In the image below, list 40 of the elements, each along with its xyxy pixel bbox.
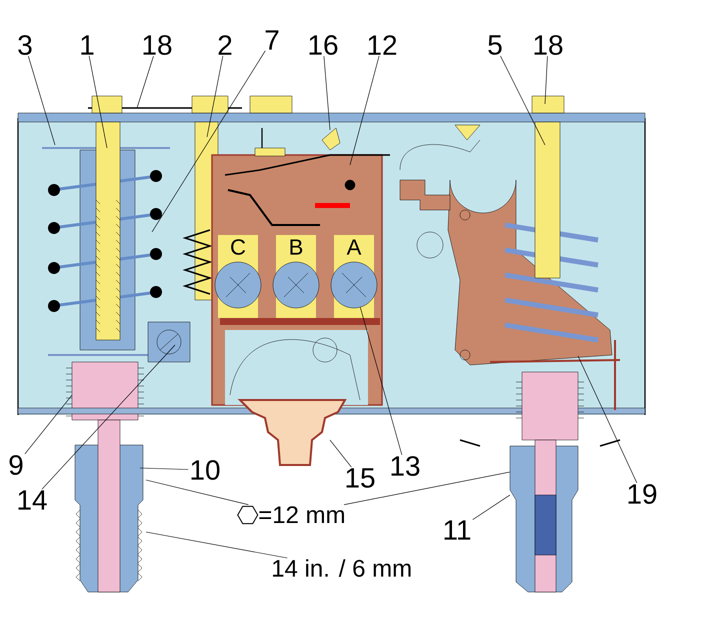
leader-line (324, 56, 330, 130)
callout-number: 13 (392, 456, 420, 476)
callout-number: 7 (266, 30, 278, 50)
callout-number: 10 (192, 460, 220, 480)
callout-number: 11 (444, 520, 470, 540)
terminal-screw (330, 262, 378, 308)
leader-line (146, 532, 288, 558)
leader-line (578, 356, 638, 484)
callout-number: 14 in. / 6 mm (273, 559, 411, 577)
leader-line (28, 56, 56, 146)
callout-number: 18 (534, 35, 562, 55)
terminal-label: B (290, 239, 302, 255)
leader-line (136, 56, 154, 108)
callout-number: 2 (218, 35, 232, 55)
leader-line (360, 307, 402, 456)
callout-number: 9 (10, 455, 22, 475)
leader-line (88, 56, 108, 148)
callout-number: 15 (346, 468, 374, 488)
leader-line (206, 56, 224, 138)
callout-number: 5 (488, 35, 502, 55)
callout-number: =12 mm (237, 506, 344, 524)
leader-line (152, 50, 266, 232)
callout-number: 3 (18, 35, 32, 55)
leader-line (350, 56, 380, 166)
leader-line (544, 56, 548, 104)
leader-line (344, 472, 510, 505)
leader-line (140, 468, 189, 470)
leader-line (146, 480, 249, 505)
callout-number: 16 (310, 35, 338, 55)
callout-number: 12 (368, 35, 396, 55)
leader-line (42, 344, 176, 490)
callout-number: 19 (628, 484, 656, 504)
terminal-label: C (231, 239, 246, 255)
leader-line (24, 394, 72, 454)
leader-line (330, 440, 352, 468)
callout-number: 14 (18, 490, 47, 510)
leader-line (500, 56, 546, 146)
leader-line (472, 494, 510, 520)
callout-number: 18 (144, 35, 172, 55)
callout-number: 1 (81, 35, 94, 55)
